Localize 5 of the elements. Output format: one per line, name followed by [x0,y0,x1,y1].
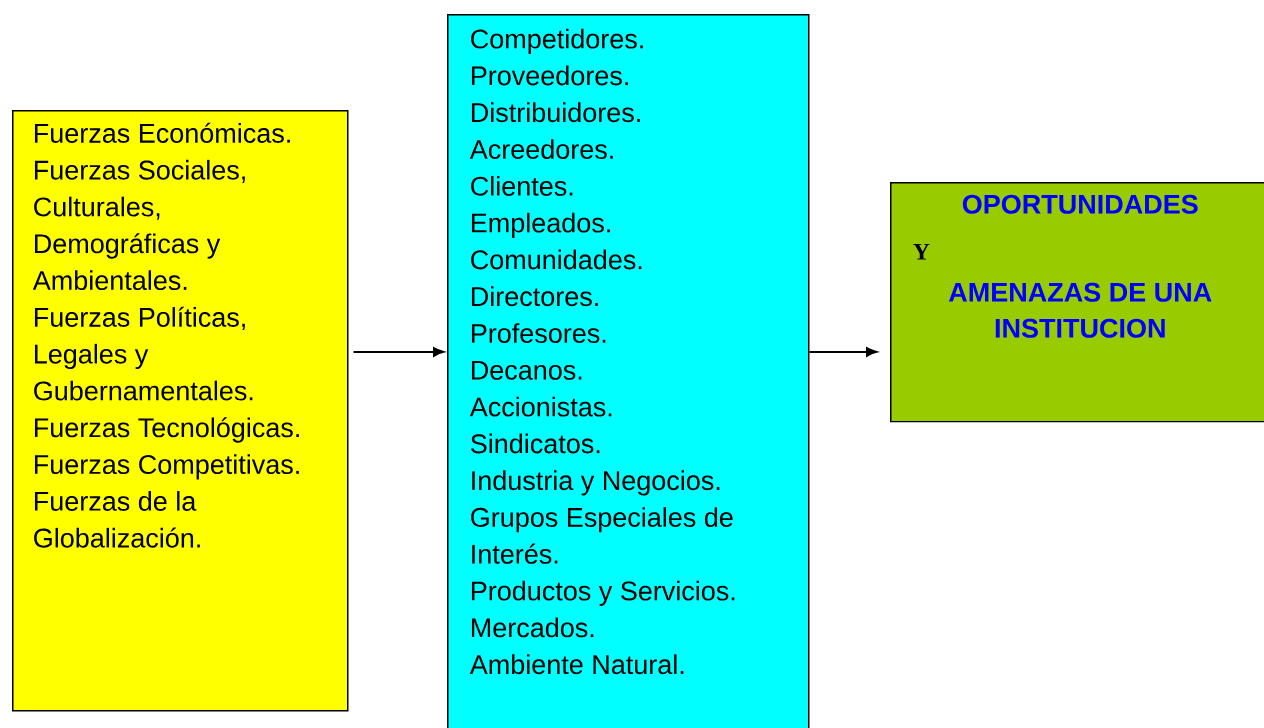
result-box: OPORTUNIDADES Y AMENAZAS DE UNA INSTITUCION [890,182,1264,423]
arrow [808,347,878,357]
list-box: Fuerzas Económicas. Fuerzas Sociales, Culturales, Demográficas y Ambientales. Fuerzas Políticas, Legales y Gubernamentales. Fuerzas Tecnológicas. Fuerzas Competitivas. Fuerzas de la Globalización. [12,110,349,712]
list-box: Competidores. Proveedores. Distribuidores. Acreedores. Clientes. Empleados. Comunidades. Directores. Profesores. Decanos. Accionistas. Sindicatos. Industria y Negocios. Grupos Especiales de Interés. Productos y Servicios. Mercados. Ambiente Natural. [447,14,810,728]
arrow [352,347,445,357]
